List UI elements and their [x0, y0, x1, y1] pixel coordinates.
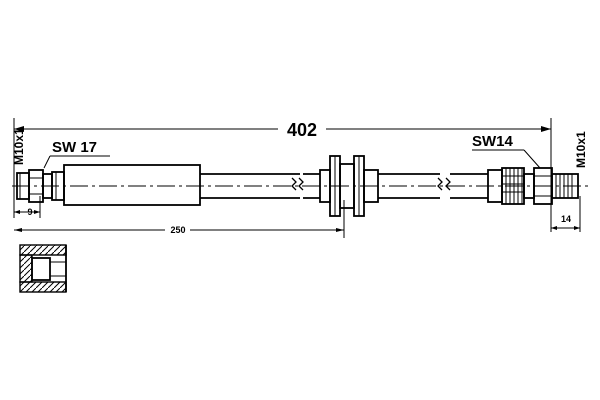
left-crimp-sleeve [63, 164, 201, 206]
right-wrench-callout: SW14 [472, 133, 541, 169]
right-wrench-size-label: SW14 [472, 133, 514, 150]
hose-section-left [200, 173, 320, 199]
left-wrench-callout: SW 17 [43, 139, 110, 169]
inner-length-label: 250 [170, 225, 185, 235]
left-wrench-size-label: SW 17 [52, 139, 97, 156]
left-fitting-length-label: 9 [27, 207, 32, 217]
right-hex-fitting [487, 167, 579, 205]
right-fitting-dimension: 14 [551, 196, 581, 232]
right-fitting-length-label: 14 [561, 214, 571, 224]
overall-dimension: 402 [13, 118, 552, 232]
inner-dimension: 250 [14, 200, 345, 238]
left-fitting-dimension: 9 [14, 196, 41, 218]
mounting-bracket [319, 155, 379, 217]
overall-length-label: 402 [287, 120, 317, 140]
left-thread-label: M10x1 [12, 128, 26, 165]
section-detail [19, 244, 67, 293]
hose-section-right [378, 173, 488, 199]
right-thread-label: M10x1 [574, 131, 588, 168]
